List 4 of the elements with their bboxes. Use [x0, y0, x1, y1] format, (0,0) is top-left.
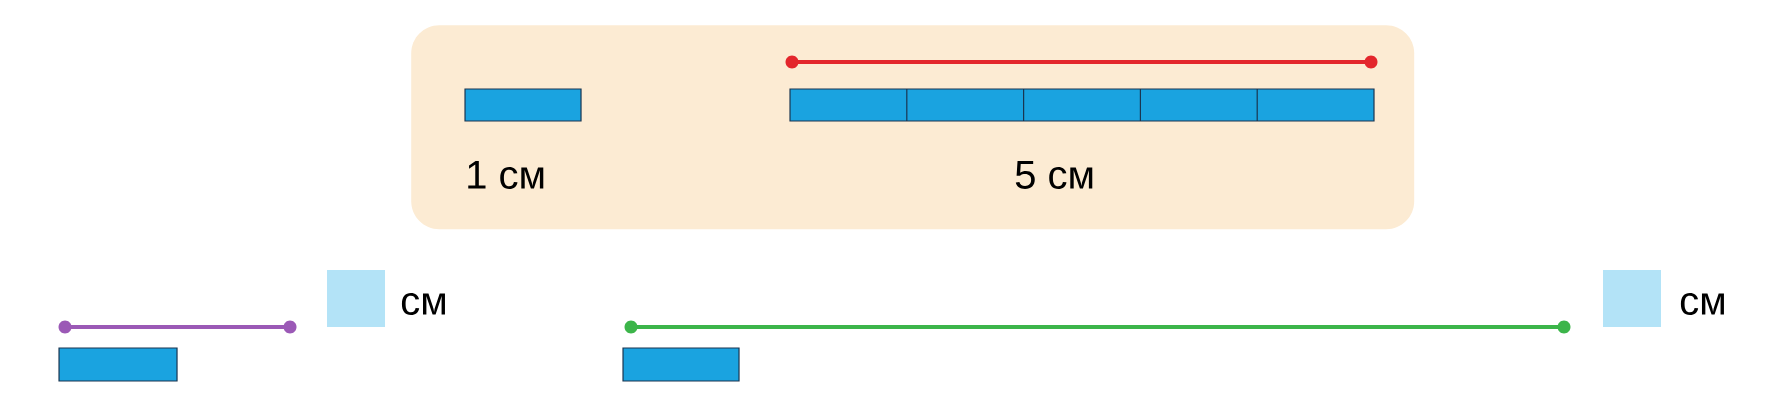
unit-label: см	[1680, 293, 1724, 315]
unit-label: см	[401, 293, 445, 315]
measure-label: 1 см	[468, 161, 544, 189]
measure-label: 5 см	[1015, 161, 1093, 189]
